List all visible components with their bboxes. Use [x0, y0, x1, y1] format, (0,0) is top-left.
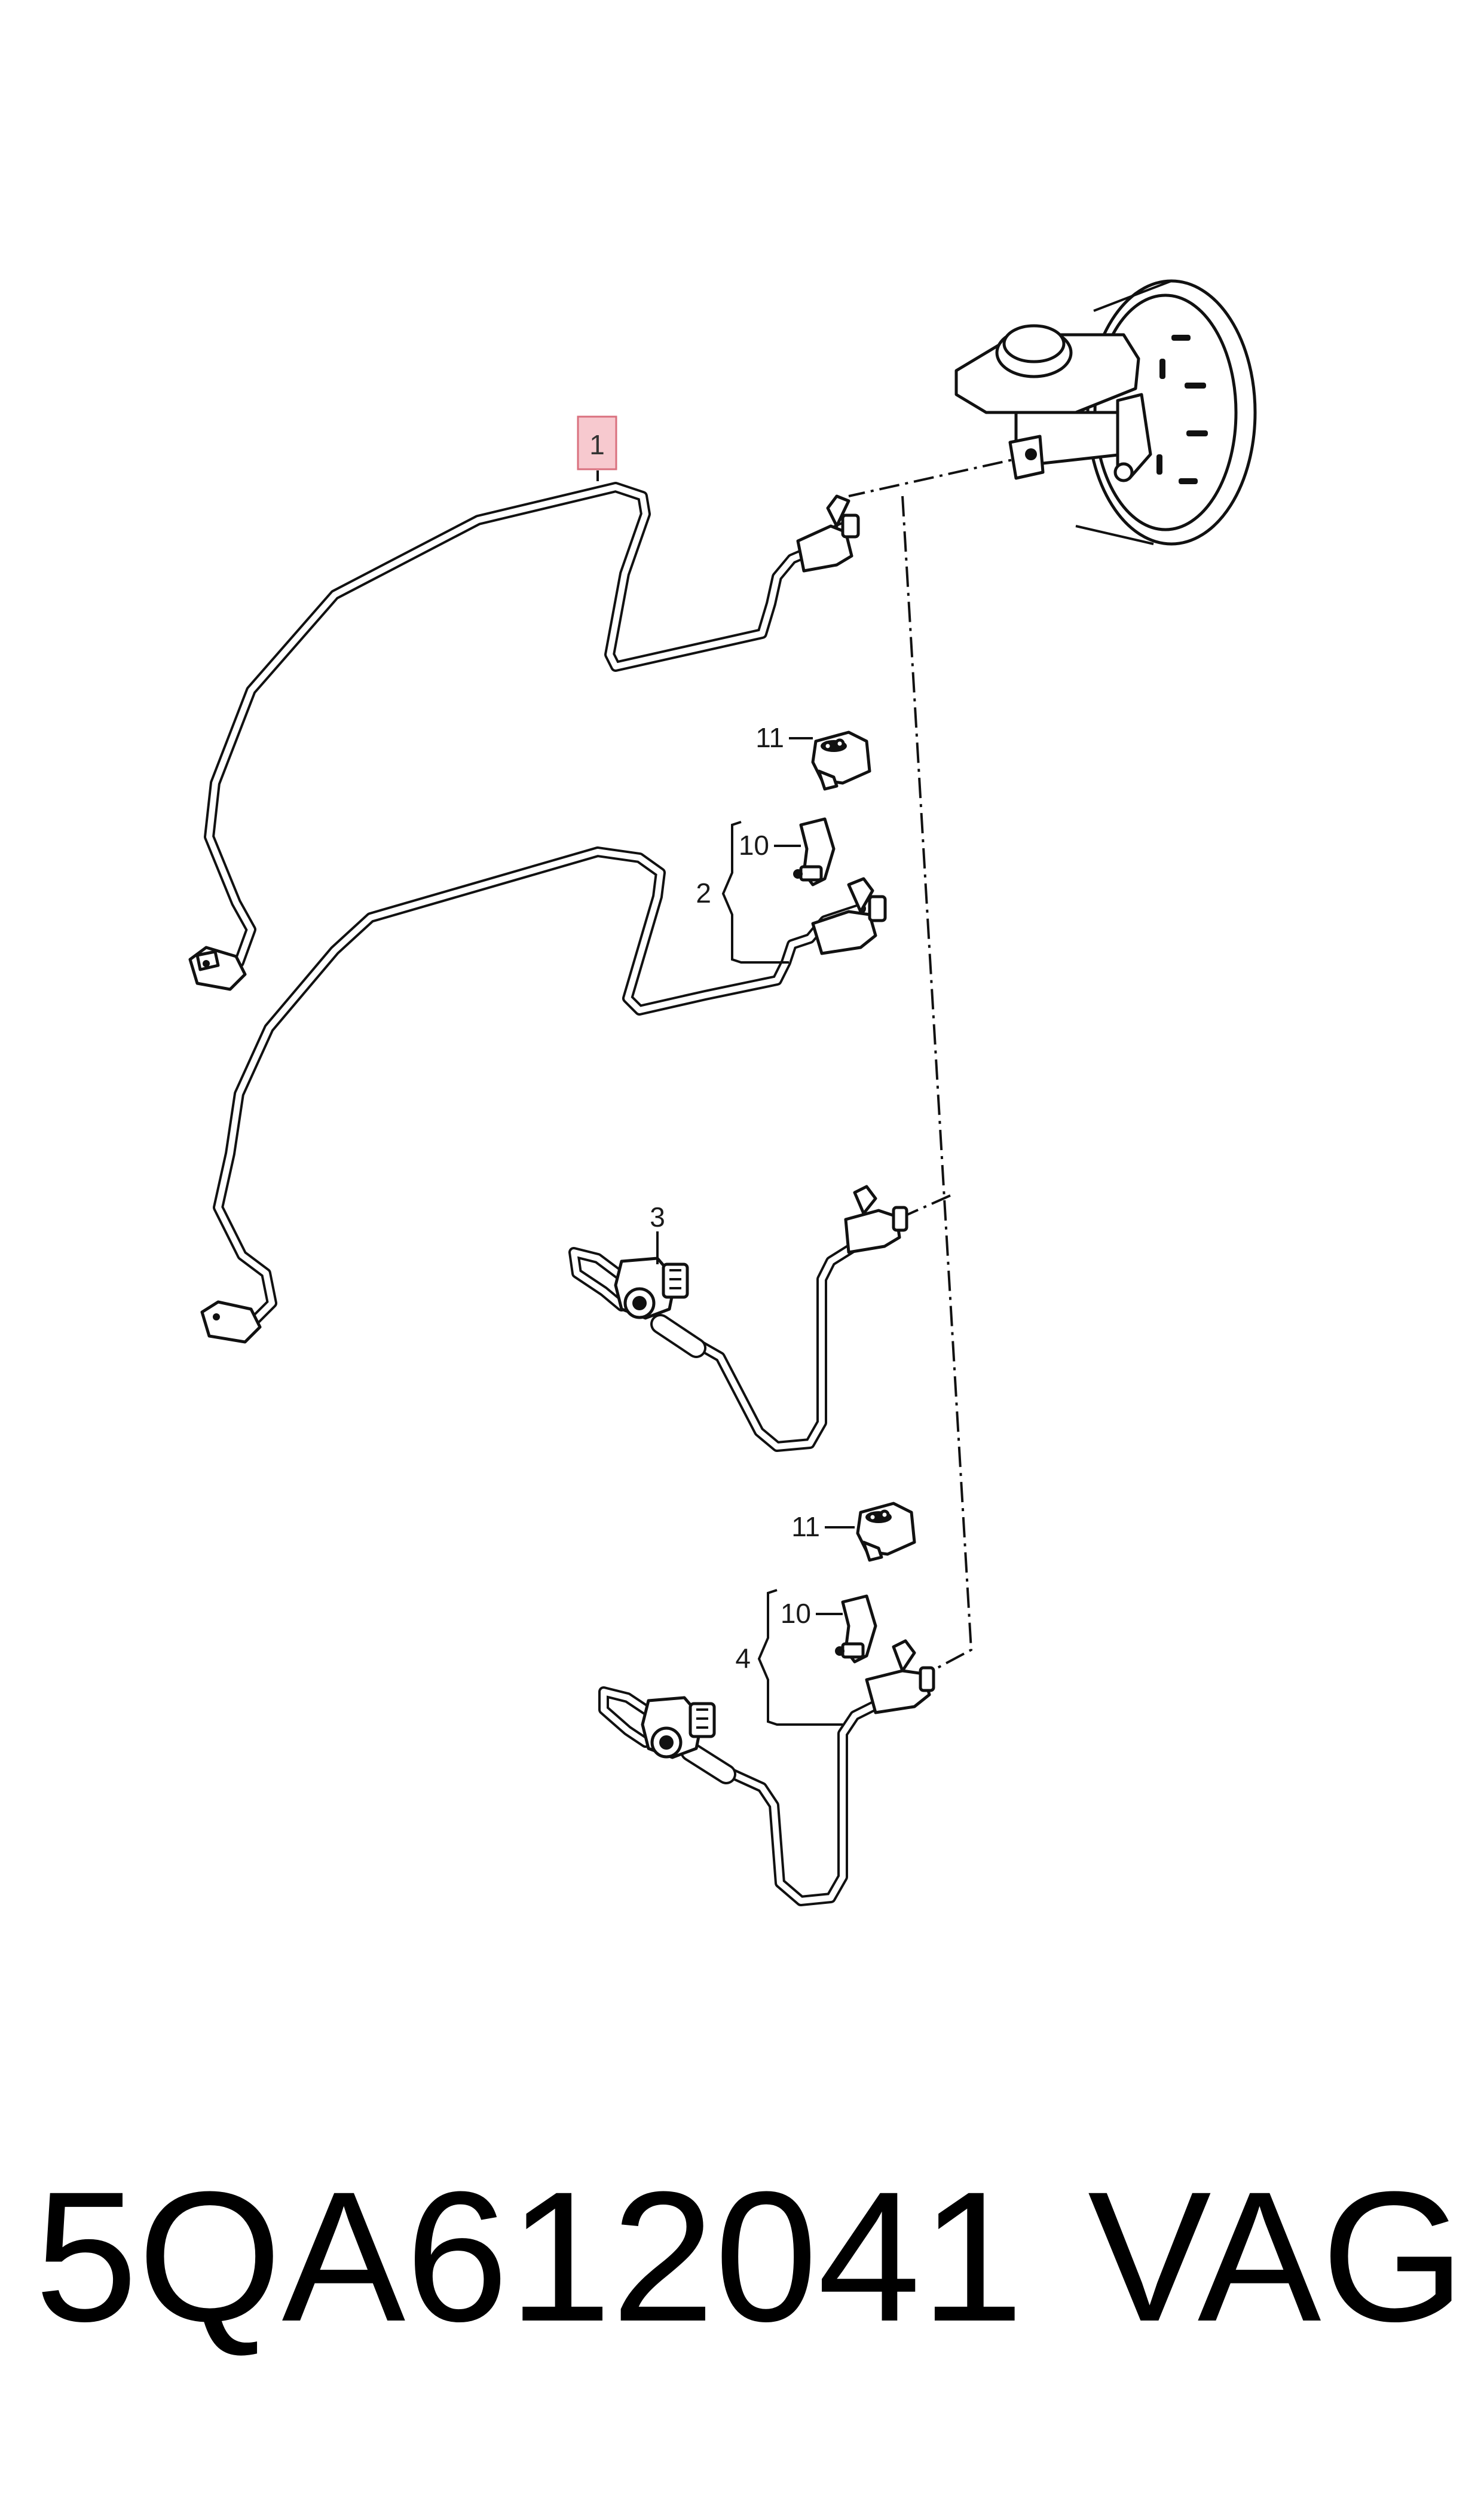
pipe-1-fitting-wheel — [188, 946, 247, 991]
pipe-2-abs-connector — [811, 877, 887, 955]
part-number: 5QA612041 — [35, 2153, 1024, 2360]
hose-4-banjo-fitting — [641, 1696, 716, 1759]
callout-1-box[interactable]: 1 — [577, 415, 617, 470]
callout-10-upper[interactable]: 10 — [739, 830, 769, 861]
callout-1-highlight — [577, 415, 617, 470]
pipe-2-fitting-wheel — [200, 1300, 262, 1344]
footer: 5QA612041 VAG — [0, 2128, 1484, 2427]
hose-4-abs-connector — [865, 1639, 935, 1714]
callout-4[interactable]: 4 — [735, 1643, 751, 1674]
assembly-guide-line — [848, 453, 1038, 1675]
callout-leaders — [596, 470, 855, 1726]
pipe-1-fitting-cylinder — [796, 494, 860, 573]
callout-11-lower[interactable]: 11 — [791, 1511, 820, 1542]
hose-3-cylinder-fitting — [844, 1185, 908, 1254]
hose-3-banjo-fitting — [614, 1257, 689, 1320]
callout-10-lower[interactable]: 10 — [781, 1598, 811, 1629]
brake-pipe-2 — [213, 846, 866, 1329]
sensor-10-upper — [793, 817, 836, 886]
callout-1-label: 1 — [589, 429, 605, 460]
master-cylinder — [954, 324, 1152, 482]
callout-2[interactable]: 2 — [696, 878, 711, 909]
brake-pipe-1 — [204, 482, 854, 974]
brand-label: VAG — [1088, 2153, 1465, 2360]
callout-11-upper[interactable]: 11 — [755, 722, 784, 753]
sensor-10-lower — [835, 1594, 877, 1664]
connector-11-upper — [811, 730, 871, 791]
connector-11-lower — [856, 1502, 916, 1562]
callout-3[interactable]: 3 — [650, 1202, 665, 1233]
